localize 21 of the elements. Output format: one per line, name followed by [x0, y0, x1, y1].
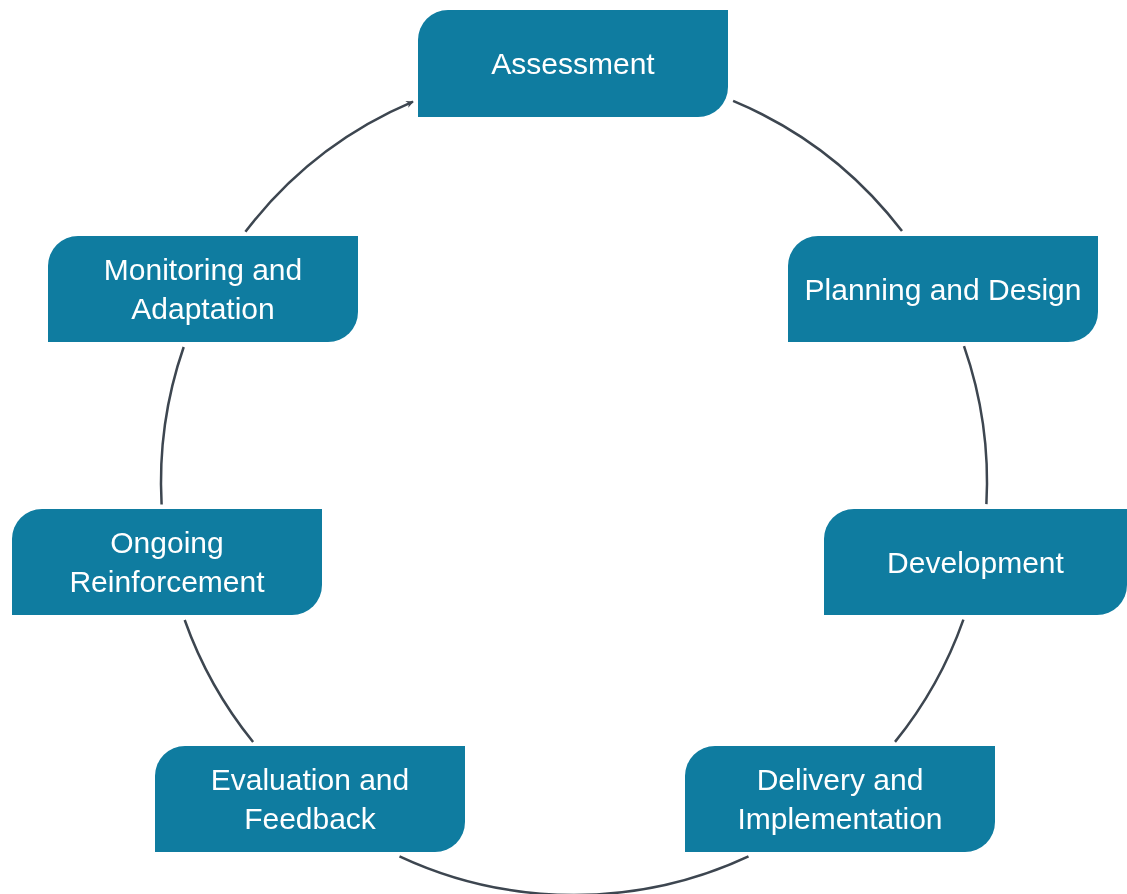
step-box: [685, 746, 995, 852]
connector-arc: [399, 855, 749, 894]
connector-arc: [160, 346, 185, 505]
connector-arc: [894, 619, 965, 743]
step-label: Evaluation and Feedback: [209, 762, 411, 837]
step-box: [824, 509, 1127, 615]
step-box: [155, 746, 465, 852]
arrow: [244, 100, 414, 233]
step-box: [48, 236, 358, 342]
step-box: [788, 236, 1098, 342]
step-label: Monitoring and Adaptation: [102, 252, 304, 327]
connector-arc: [962, 345, 988, 505]
step-box: [418, 10, 728, 117]
step-box: [12, 509, 322, 615]
step-label: Delivery and Implementation: [736, 762, 944, 837]
step-label: Development: [887, 544, 1064, 581]
connector-arc: [732, 99, 903, 232]
step-label: Assessment: [491, 46, 655, 82]
step-label: Planning and Design: [804, 271, 1082, 308]
connector-arc: [183, 619, 255, 743]
step-label: Ongoing Reinforcement: [68, 525, 266, 600]
